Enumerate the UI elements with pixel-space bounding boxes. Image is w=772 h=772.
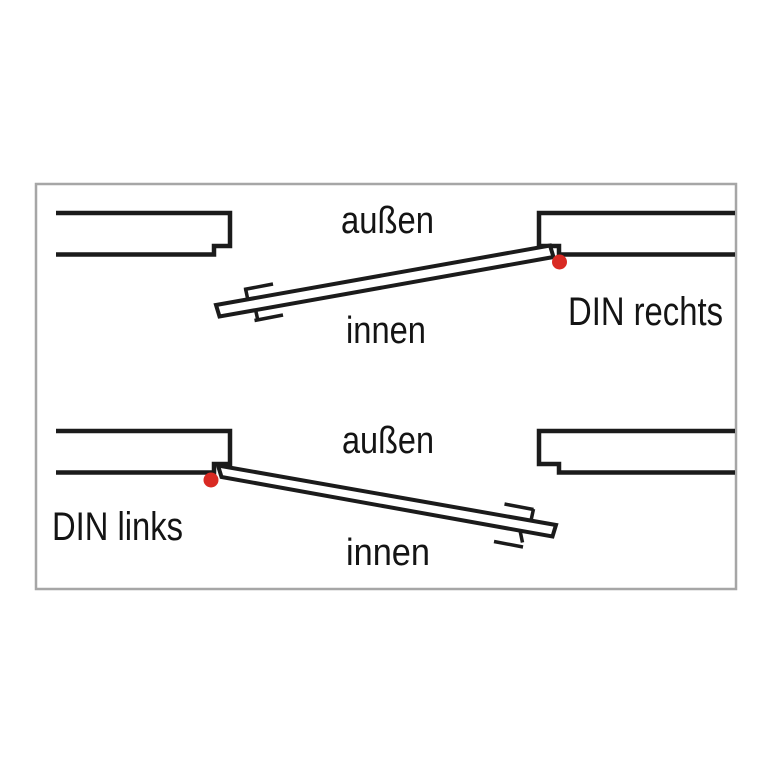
frame-section-left xyxy=(56,428,233,475)
handle-lever-outer xyxy=(243,282,274,292)
label-din-links: DIN links xyxy=(52,505,183,549)
frame-section-right xyxy=(536,428,735,475)
door-panel xyxy=(213,243,557,319)
label-inside: innen xyxy=(346,532,430,574)
label-outside: außen xyxy=(342,420,434,462)
diagram-border xyxy=(34,182,738,591)
frame-section-left xyxy=(56,210,233,257)
handle-lever-outer xyxy=(504,502,534,512)
label-outside: außen xyxy=(341,200,434,242)
panel-din-links: außen innen DIN links xyxy=(52,420,735,574)
door-panel xyxy=(215,462,559,539)
handle-lever-inner xyxy=(254,313,284,323)
door-leaf xyxy=(215,462,559,549)
handle-lever-inner xyxy=(493,539,524,549)
door-leaf xyxy=(213,243,557,323)
door-handle-icon xyxy=(493,502,536,549)
panel-din-rechts: außen innen DIN rechts xyxy=(56,200,735,352)
handle-stub-inner xyxy=(518,530,525,543)
door-handle-icon xyxy=(243,282,284,323)
label-inside: innen xyxy=(346,310,426,352)
hinge-dot xyxy=(552,254,567,270)
hinge-dot xyxy=(203,472,219,488)
label-din-rechts: DIN rechts xyxy=(568,290,723,334)
